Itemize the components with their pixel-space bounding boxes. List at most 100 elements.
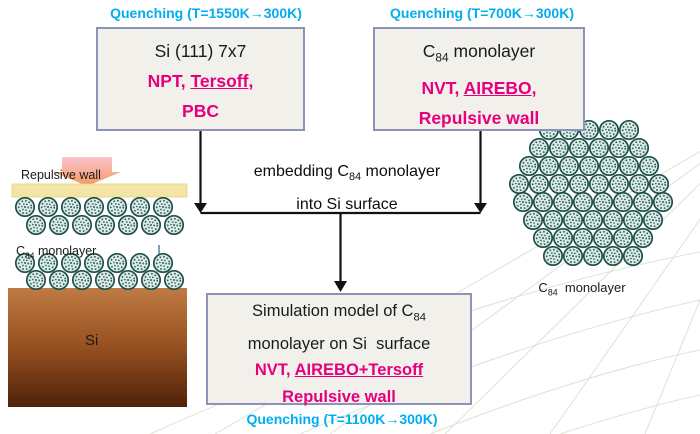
- method-text: ,: [248, 71, 254, 91]
- fullerene-molecule: [117, 269, 139, 291]
- fullerene-molecule: [129, 252, 151, 274]
- flow-arrows: [194, 131, 487, 292]
- fullerene-molecule: [612, 227, 634, 249]
- fullerene-molecule: [562, 245, 584, 267]
- fullerene-molecule: [568, 137, 590, 159]
- fullerene-molecule: [598, 155, 620, 177]
- c84-box-method-line2: Repulsive wall: [418, 107, 540, 128]
- embed-caption: embedding C84 monolayer into Si surface: [228, 158, 466, 218]
- fullerene-molecule: [598, 119, 620, 141]
- fullerene-molecule: [562, 209, 584, 231]
- fullerene-molecule: [106, 252, 128, 274]
- fullerene-molecule: [94, 214, 116, 236]
- fullerene-cluster-right: [508, 119, 674, 267]
- si-box-method-line2: PBC: [182, 101, 219, 121]
- fullerene-molecule: [542, 245, 564, 267]
- force-arrow: [53, 157, 121, 186]
- model-box-title-line1: Simulation model of C84: [208, 298, 470, 331]
- c84-preparation-box: C84 monolayer NVT, AIREBO, Repulsive wal…: [373, 27, 585, 131]
- fullerene-molecule: [638, 155, 660, 177]
- simulation-model-box: Simulation model of C84 monolayer on Si …: [206, 293, 472, 406]
- fullerene-molecule: [592, 191, 614, 213]
- fullerene-molecule: [608, 137, 630, 159]
- caption-text: monolayer: [361, 163, 441, 180]
- repulsive-wall-bar: [11, 183, 188, 198]
- c84-box-method-line1: NVT, AIREBO,: [375, 73, 583, 103]
- si-preparation-box: Si (111) 7x7 NPT, Tersoff, PBC: [96, 27, 305, 131]
- label-text: C: [538, 280, 548, 295]
- fullerene-molecule: [48, 269, 70, 291]
- model-box-title-line2: monolayer on Si surface: [247, 334, 431, 353]
- fullerene-molecule: [552, 191, 574, 213]
- fullerene-molecule: [558, 155, 580, 177]
- fullerene-molecule: [602, 245, 624, 267]
- fullerene-molecule: [14, 196, 36, 218]
- fullerene-molecule: [83, 196, 105, 218]
- caption-text: embedding C: [253, 163, 349, 180]
- underlined-method-text: AIREBO+Tersoff: [294, 361, 424, 380]
- method-text: NVT,: [254, 361, 295, 380]
- subscript-text: 84: [435, 50, 449, 65]
- fullerene-molecule: [152, 252, 174, 274]
- fullerene-molecule: [622, 209, 644, 231]
- subscript-text: 84: [25, 250, 35, 261]
- fullerene-molecule: [618, 155, 640, 177]
- fullerene-molecule: [612, 191, 634, 213]
- fullerene-molecule: [572, 191, 594, 213]
- fullerene-molecule: [25, 269, 47, 291]
- fullerene-molecule: [48, 214, 70, 236]
- quench-label-bottom: Quenching (T=1100K→300K): [246, 411, 438, 427]
- fullerene-molecule: [628, 173, 650, 195]
- fullerene-molecule: [528, 173, 550, 195]
- method-text: NPT,: [147, 71, 191, 91]
- si-substrate-label: Si: [85, 332, 99, 349]
- fullerene-molecule: [568, 173, 590, 195]
- fullerene-molecule: [552, 227, 574, 249]
- fullerene-molecule: [25, 214, 47, 236]
- fullerene-molecule: [522, 209, 544, 231]
- fullerene-molecule: [528, 137, 550, 159]
- model-box-method-line2: Repulsive wall: [282, 387, 396, 406]
- si-box-method-line1: NPT, Tersoff,: [98, 66, 303, 96]
- c84-box-title: C84 monolayer: [375, 36, 583, 73]
- fullerene-molecule: [140, 214, 162, 236]
- underlined-method-text: AIREBO: [463, 77, 532, 98]
- left-scene: [8, 157, 188, 407]
- model-box-method-line1: NVT, AIREBO+Tersoff: [208, 357, 470, 384]
- fullerene-molecule: [652, 191, 674, 213]
- label-text: monolayer: [34, 244, 97, 258]
- fullerene-molecule: [608, 173, 630, 195]
- c84-monolayer-label-left: C84 monolayer: [16, 244, 96, 261]
- fullerene-molecule: [71, 214, 93, 236]
- embed-line2: into Si surface: [296, 196, 398, 214]
- fullerene-molecule: [163, 269, 185, 291]
- fullerene-molecule: [592, 227, 614, 249]
- si-substrate: [8, 288, 187, 407]
- c84-monolayer-label-right: C84 monolayer: [500, 280, 664, 298]
- repulsive-wall-label: Repulsive wall: [21, 168, 101, 182]
- fullerene-molecule: [117, 214, 139, 236]
- fullerene-molecule: [512, 191, 534, 213]
- title-text: monolayer: [448, 41, 536, 61]
- fullerene-molecule: [642, 209, 664, 231]
- fullerene-molecule: [140, 269, 162, 291]
- fullerene-molecule: [548, 137, 570, 159]
- quench-label-right: Quenching (T=700K→300K): [390, 5, 574, 21]
- fullerene-molecule: [632, 191, 654, 213]
- label-text: C: [16, 244, 26, 258]
- fullerene-molecule: [152, 196, 174, 218]
- fullerene-molecule: [71, 269, 93, 291]
- fullerene-molecule: [542, 209, 564, 231]
- embed-line1: embedding C84 monolayer: [228, 158, 466, 191]
- fullerene-molecule: [622, 245, 644, 267]
- method-text: NVT,: [421, 77, 464, 98]
- fullerene-molecule: [548, 173, 570, 195]
- si-box-title: Si (111) 7x7: [154, 41, 247, 61]
- fullerene-molecule: [578, 155, 600, 177]
- fullerene-molecule: [582, 245, 604, 267]
- title-text: Simulation model of C: [252, 302, 414, 320]
- fullerene-molecule: [532, 227, 554, 249]
- title-text: C: [422, 41, 436, 61]
- fullerene-molecule: [532, 191, 554, 213]
